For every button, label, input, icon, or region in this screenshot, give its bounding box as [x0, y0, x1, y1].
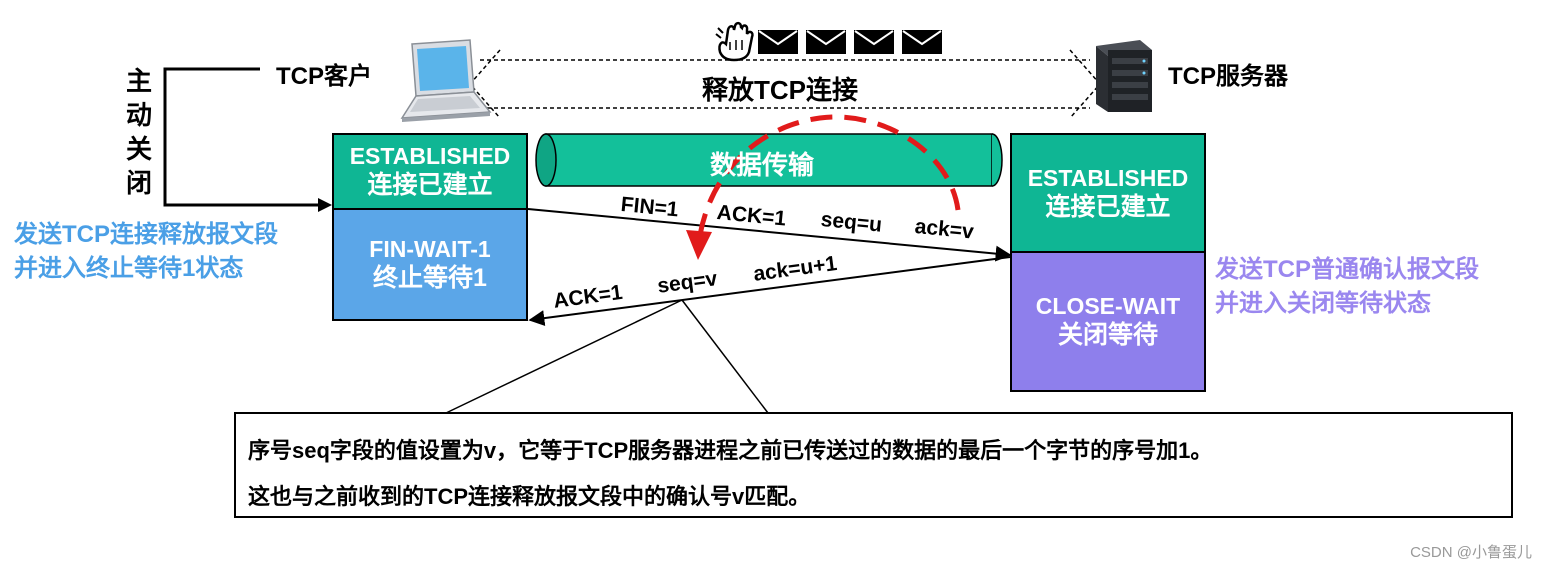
server-icon: [1096, 40, 1152, 112]
fin-segment-arrow: [527, 208, 1012, 262]
data-transfer-label: 数据传输: [710, 150, 815, 180]
callout-line1: 序号seq字段的值设置为v，它等于TCP服务器进程之前已传送过的数据的最后一个字…: [248, 438, 1213, 463]
server-close-wait-title: CLOSE-WAIT: [1035, 293, 1181, 320]
server-established-title: ESTABLISHED: [1027, 164, 1189, 191]
server-note-line2: 并进入关闭等待状态: [1215, 290, 1431, 317]
server-close-wait-state: CLOSE-WAIT 关闭等待: [1010, 251, 1206, 392]
active-close-bracket: [163, 67, 332, 212]
watermark: CSDN @小鲁蛋儿: [1410, 544, 1532, 561]
callout-box: 序号seq字段的值设置为v，它等于TCP服务器进程之前已传送过的数据的最后一个字…: [234, 412, 1513, 518]
envelope-icon: [758, 30, 798, 54]
envelope-icon: [854, 30, 894, 54]
server-established-subtitle: 连接已建立: [1045, 192, 1171, 221]
client-fin-wait-1-state: FIN-WAIT-1 终止等待1: [332, 208, 528, 321]
envelope-icon: [902, 30, 942, 54]
envelope-icon: [806, 30, 846, 54]
active-close-label: 主动关闭: [125, 66, 152, 198]
server-note: 发送TCP普通确认报文段 并进入关闭等待状态: [1215, 253, 1479, 321]
callout-line2: 这也与之前收到的TCP连接释放报文段中的确认号v匹配。: [248, 484, 811, 509]
server-established-state: ESTABLISHED 连接已建立: [1010, 133, 1206, 253]
envelope-icons: [758, 30, 942, 54]
server-close-wait-subtitle: 关闭等待: [1057, 321, 1158, 350]
client-established-title: ESTABLISHED: [349, 143, 511, 170]
server-label: TCP服务器: [1168, 63, 1288, 90]
callout-pointer: [445, 299, 769, 414]
ack-segment-arrow: [528, 256, 1011, 327]
client-fin-wait-title: FIN-WAIT-1: [369, 236, 491, 263]
client-established-state: ESTABLISHED 连接已建立: [332, 133, 528, 210]
red-curved-arrow: [686, 114, 961, 260]
client-label: TCP客户: [276, 63, 372, 90]
laptop-icon: [400, 39, 492, 122]
release-connection-label: 释放TCP连接: [702, 75, 859, 105]
client-fin-wait-subtitle: 终止等待1: [373, 264, 487, 293]
hand-wave-icon: [715, 21, 754, 62]
server-note-line1: 发送TCP普通确认报文段: [1215, 256, 1479, 283]
client-note-line2: 并进入终止等待1状态: [14, 255, 244, 282]
client-note-line1: 发送TCP连接释放报文段: [14, 221, 278, 248]
client-note: 发送TCP连接释放报文段 并进入终止等待1状态: [14, 218, 278, 286]
client-established-subtitle: 连接已建立: [367, 171, 493, 200]
